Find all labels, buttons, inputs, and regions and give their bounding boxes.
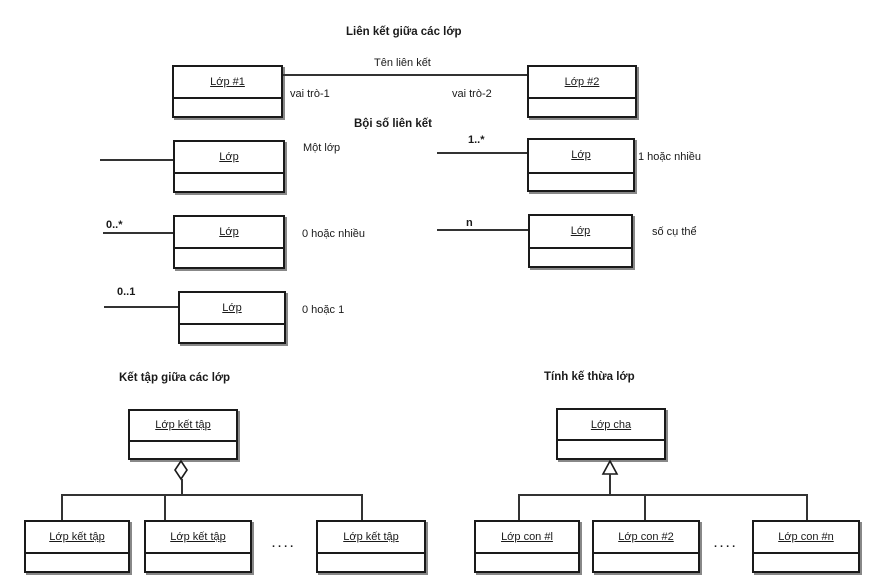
class-divider (476, 552, 578, 554)
class-divider (180, 323, 284, 325)
multiplicity-class-box[interactable]: Lớp (528, 214, 633, 268)
aggregation-branch-line (361, 494, 363, 520)
class-name: Lớp (222, 302, 242, 314)
aggregate-parent-box[interactable]: Lớp kết tập (128, 409, 238, 460)
class-divider (558, 439, 664, 441)
class-divider (146, 552, 250, 554)
association-line (283, 74, 527, 76)
multiplicity-line (437, 152, 527, 154)
class-name: Lớp #1 (210, 76, 245, 88)
inheritance-branch-line (518, 494, 520, 520)
class-name: Lớp con #n (778, 531, 834, 543)
class-name: Lớp #2 (564, 76, 600, 88)
class-divider (594, 552, 698, 554)
class-name: Lớp (219, 226, 239, 238)
aggregation-branch-line (61, 494, 63, 520)
inheritance-branch-line (644, 494, 646, 520)
multiplicity-class-box[interactable]: Lớp (173, 140, 285, 193)
class-divider (174, 97, 281, 99)
multiplicity-value: n (466, 217, 473, 229)
aggregate-child-box[interactable]: Lớp kết tập (24, 520, 130, 573)
class-name: Lớp (570, 225, 591, 237)
aggregation-title: Kết tập giữa các lớp (119, 372, 231, 384)
role-2-label: vai trò-2 (452, 88, 492, 100)
class-divider (318, 552, 424, 554)
association-title: Liên kết giữa các lớp (346, 26, 462, 38)
class-divider (529, 97, 635, 99)
multiplicity-class-box[interactable]: Lớp (178, 291, 286, 344)
role-1-label: vai trò-1 (290, 88, 330, 100)
inheritance-parent-box[interactable]: Lớp cha (556, 408, 666, 460)
multiplicity-class-box[interactable]: Lớp (527, 138, 635, 192)
class-name: Lớp (219, 151, 239, 163)
class-divider (175, 247, 283, 249)
class-divider (130, 440, 236, 442)
multiplicity-desc: số cụ thể (652, 226, 697, 238)
class-box-1[interactable]: Lớp #1 (172, 65, 283, 118)
class-name: Lớp (571, 149, 591, 161)
class-name: Lớp kết tập (155, 419, 211, 431)
multiplicity-line (103, 232, 173, 234)
multiplicity-title: Bội số liên kết (354, 118, 432, 130)
multiplicity-value: 0..* (106, 219, 123, 231)
aggregation-trunk-line (181, 479, 183, 495)
class-divider (26, 552, 128, 554)
aggregate-child-box[interactable]: Lớp kết tập (144, 520, 252, 573)
multiplicity-desc: Một lớp (303, 142, 341, 154)
inheritance-branch-line (806, 494, 808, 520)
multiplicity-line (104, 306, 178, 308)
class-name: Lớp kết tập (343, 531, 399, 543)
inheritance-child-box[interactable]: Lớp con #l (474, 520, 580, 573)
class-name: Lớp con #l (501, 531, 553, 543)
multiplicity-desc: 0 hoặc 1 (302, 304, 345, 316)
multiplicity-line (100, 159, 173, 161)
class-name: Lớp kết tập (49, 531, 105, 543)
multiplicity-class-box[interactable]: Lớp (173, 215, 285, 269)
class-name: Lớp cha (590, 419, 632, 431)
class-divider (530, 247, 631, 249)
aggregate-child-box[interactable]: Lớp kết tập (316, 520, 426, 573)
multiplicity-value: 0..1 (117, 286, 136, 298)
inheritance-trunk-line (609, 474, 611, 495)
class-name: Lớp con #2 (618, 531, 674, 543)
class-divider (754, 552, 858, 554)
aggregation-branch-line (164, 494, 166, 520)
class-box-2[interactable]: Lớp #2 (527, 65, 637, 118)
class-divider (529, 172, 633, 174)
multiplicity-desc: 0 hoặc nhiều (302, 228, 365, 240)
aggregation-bus-line (61, 494, 361, 496)
class-divider (175, 172, 283, 174)
multiplicity-value: 1..* (468, 134, 485, 146)
class-name: Lớp kết tập (170, 531, 226, 543)
multiplicity-desc: 1 hoặc nhiều (638, 151, 701, 163)
inheritance-child-box[interactable]: Lớp con #2 (592, 520, 700, 573)
multiplicity-line (437, 229, 528, 231)
inheritance-ellipsis: .... (714, 538, 739, 550)
aggregation-ellipsis: .... (272, 538, 297, 550)
inheritance-title: Tính kế thừa lớp (544, 371, 635, 383)
inheritance-child-box[interactable]: Lớp con #n (752, 520, 860, 573)
association-link-name: Tên liên kết (374, 57, 431, 69)
inheritance-bus-line (518, 494, 808, 496)
